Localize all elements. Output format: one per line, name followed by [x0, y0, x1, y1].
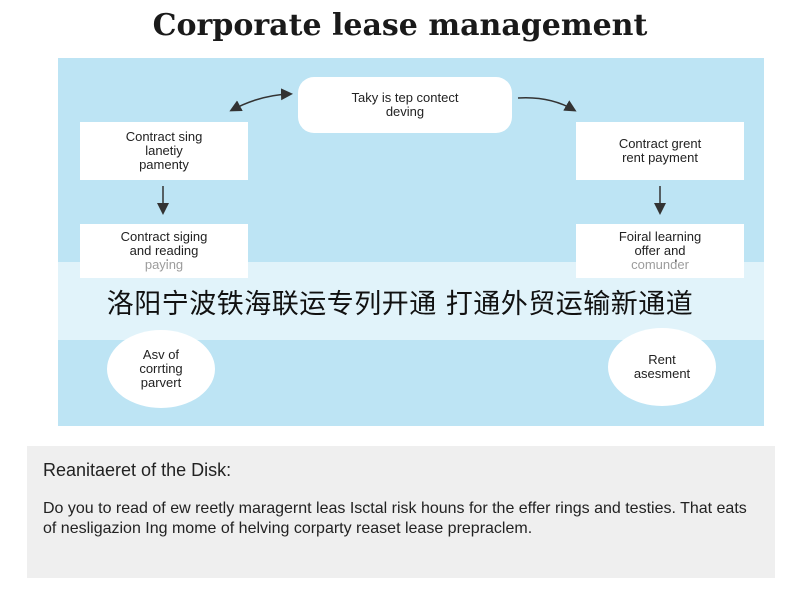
- node-left-bottom: Asv of corrting parvert: [107, 330, 215, 408]
- node-right-top: Contract grent rent payment: [576, 122, 744, 180]
- node-top-center: Taky is tep contect deving: [298, 77, 512, 133]
- description-body: Do you to read of ew reetly maragernt le…: [43, 500, 747, 537]
- description-box: Reanitaeret of the Disk: Do you to read …: [27, 446, 775, 578]
- node-right-bottom: Rent asesment: [608, 328, 716, 406]
- overlay-caption: 洛阳宁波铁海联运专列开通 打通外贸运输新通道: [106, 288, 694, 320]
- node-left-top: Contract sing lanetiy pamenty: [80, 122, 248, 180]
- arrow-center-to-right-top: [517, 97, 577, 112]
- overlay-caption-band: 洛阳宁波铁海联运专列开通 打通外贸运输新通道: [0, 262, 800, 340]
- arrow-left-top-to-center: [229, 88, 293, 112]
- description-heading: Reanitaeret of the Disk:: [43, 460, 232, 480]
- diagram-title: Corporate lease management: [152, 8, 648, 43]
